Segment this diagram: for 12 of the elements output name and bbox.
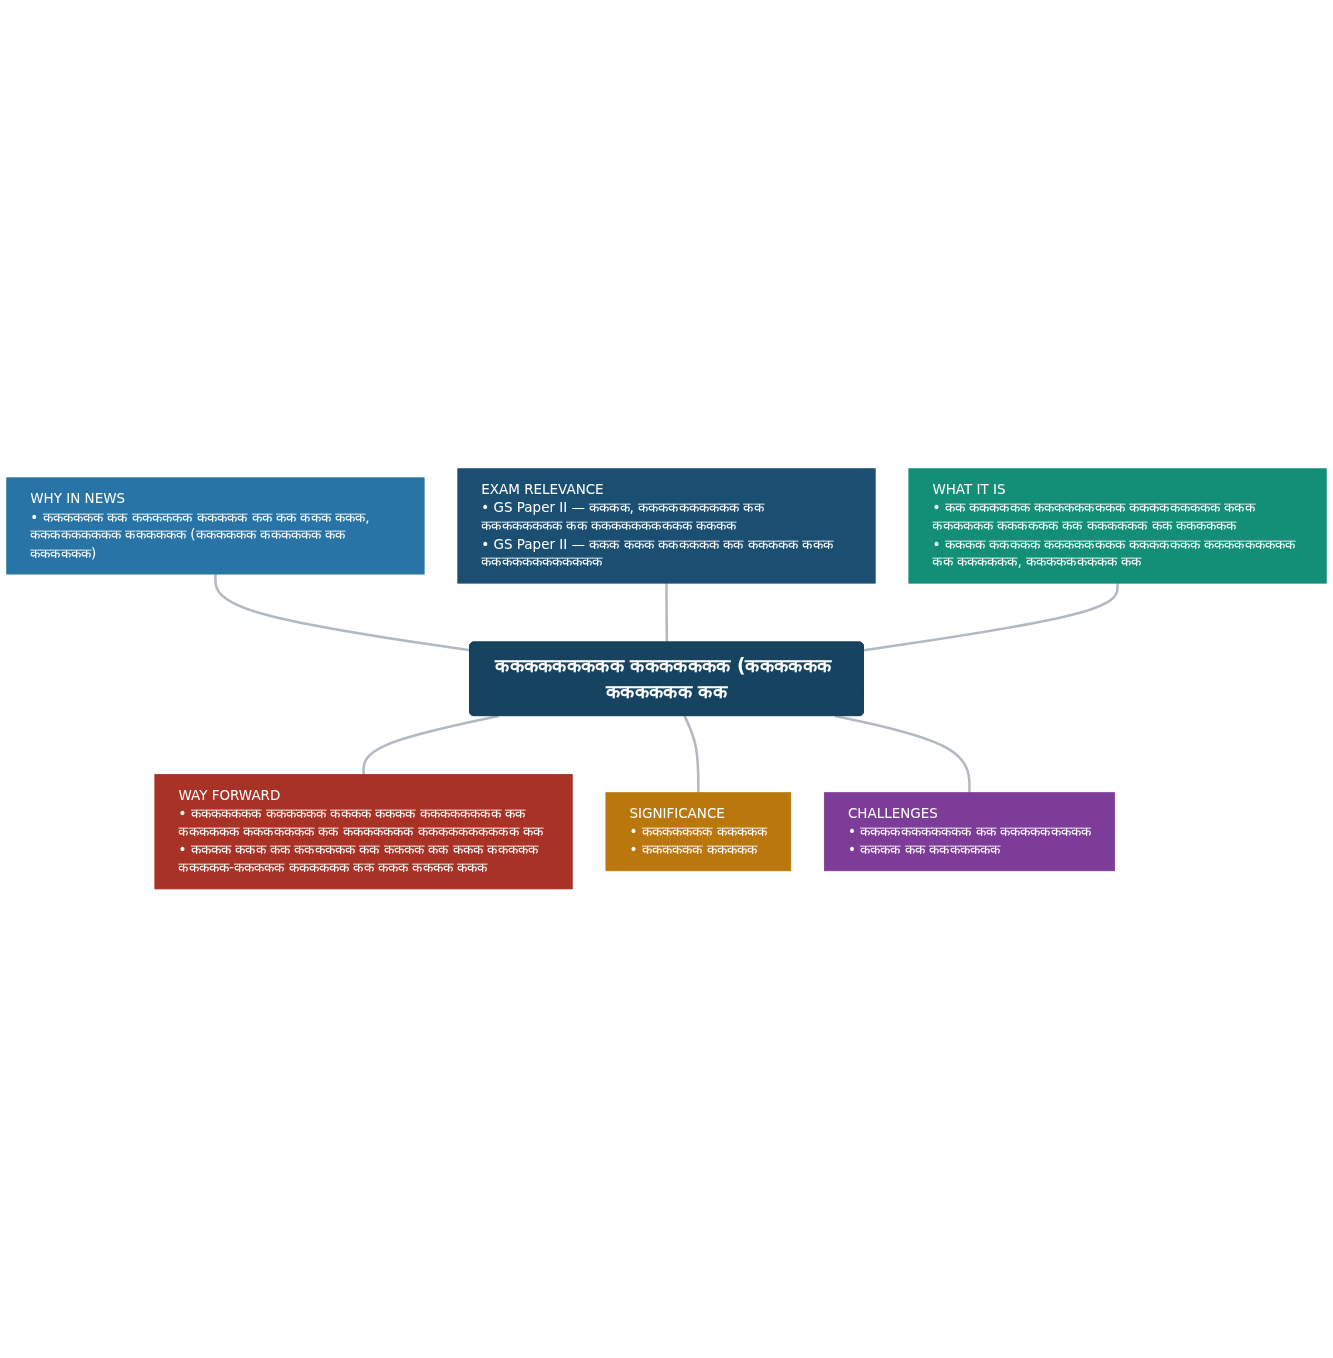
node-box: EXAM RELEVANCE • GS Paper II — कककक, कककककककककक कक कककककककक कक कककककककककक कककक • GS Paper II — ककक ककक कककककक कक ककककक ककक कककककककककककक (457, 468, 876, 584)
node-box: WAY FORWARD • ककककककक कककककक कककक कककक कककककककक कक कककककक ककककककक कक ककककककक कककककककककक कक • कककक ककक कक कककककक कक कककक कक ककक ककककक ककककक-ककककक कककककक कक ककक कककक ककक (154, 774, 573, 890)
node-box: WHY IN NEWS • कककककक कक कककककक ककककक कक कक ककक ककक, ककककककककक कककककक (कककककक कककककक कक कककककक) (6, 477, 425, 575)
connector (863, 583, 1119, 652)
connector (834, 714, 971, 793)
node-box: SIGNIFICANCE • ककककककक ककककक • कककककक ककककक (605, 792, 792, 872)
connector (214, 574, 471, 652)
node-box: CHALLENGES • ककककककककककक कक ककककककककक • कककक कक ककककककक (824, 792, 1115, 872)
connector (362, 714, 499, 775)
connector (683, 715, 700, 793)
node-box: WHAT IT IS • कक कककककक ककककककककक ककककककककक ककक कककककक कककककक कक कककककक कक कककककक • कककक ककककक कककककककक ककककककक ककककककककक कक कककककक, ककककककककक कक (908, 468, 1327, 584)
connector (665, 583, 669, 643)
